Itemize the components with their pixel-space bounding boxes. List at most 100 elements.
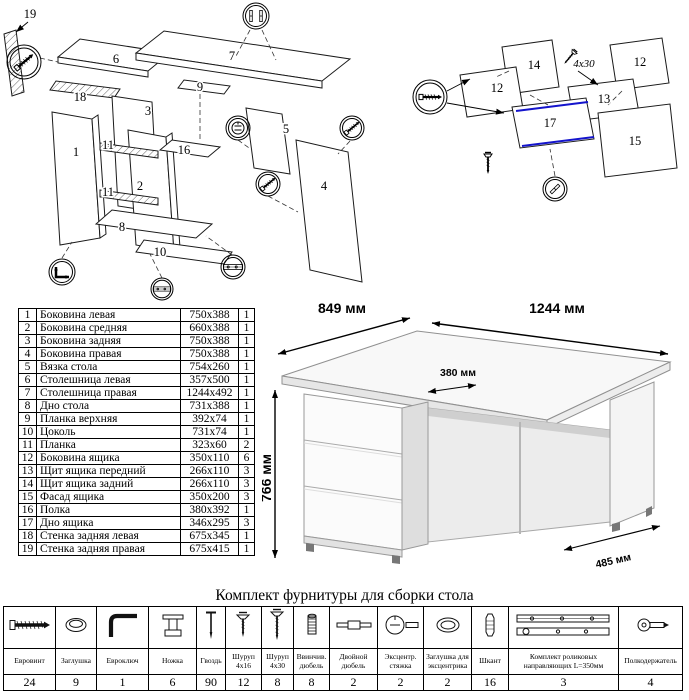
panel-back-left-18 xyxy=(49,80,121,99)
part-number: 12 xyxy=(18,451,37,465)
part-label-10: 10 xyxy=(154,245,167,259)
part-name: Стенка задняя правая xyxy=(36,542,181,556)
cap-icon xyxy=(65,618,87,632)
parts-table-row: 4 Боковина правая 750x388 1 xyxy=(18,347,255,361)
panel-drawer-bottom-17 xyxy=(511,97,595,149)
leader-lines-drawer xyxy=(495,70,623,177)
callout-drawer-rail-1 xyxy=(150,277,174,301)
part-number: 6 xyxy=(18,373,37,387)
part-label-11a: 11 xyxy=(102,138,114,152)
part-qty: 6 xyxy=(238,451,255,465)
part-number: 5 xyxy=(18,360,37,374)
foot-icon xyxy=(162,614,183,637)
highlight-edges-17 xyxy=(515,101,595,147)
hardware-name: Шуруп 4x16 xyxy=(225,648,262,675)
part-number: 11 xyxy=(18,438,37,452)
cam-cap-icon xyxy=(436,617,459,633)
part-label-19: 19 xyxy=(24,7,37,21)
part-qty: 1 xyxy=(238,529,255,543)
screw-large-icon xyxy=(269,608,284,640)
parts-table-row: 1 Боковина левая 750x388 1 xyxy=(18,308,255,322)
hardware-qty: 90 xyxy=(196,674,226,691)
panel-side-right-4 xyxy=(295,139,363,283)
part-label-14: 14 xyxy=(528,58,541,72)
desk-dimension-view: 849 мм 1244 мм 766 мм 380 мм 485 мм xyxy=(262,300,672,571)
screw-size-note: 4x30 xyxy=(573,58,595,70)
rail-11-upper xyxy=(99,142,159,159)
part-name: Столешница левая xyxy=(36,373,181,387)
part-number: 7 xyxy=(18,386,37,400)
shelf-pin-icon xyxy=(637,618,669,632)
callout-corner-bracket xyxy=(48,258,76,286)
part-qty: 1 xyxy=(238,399,255,413)
panel-vyazka-5 xyxy=(245,107,291,175)
panel-shelf-16 xyxy=(158,139,222,158)
part-size: 350x110 xyxy=(180,451,239,465)
hardware-name: Шкант xyxy=(471,648,509,675)
part-size: 750x388 xyxy=(180,334,239,348)
hardware-qty: 2 xyxy=(377,674,424,691)
parts-table-row: 6 Столешница левая 357x500 1 xyxy=(18,373,255,387)
part-name: Боковина правая xyxy=(36,347,181,361)
part-name: Боковина ящика xyxy=(36,451,181,465)
hardware-qty: 9 xyxy=(55,674,97,691)
part-name: Планка xyxy=(36,438,181,452)
dimension-arrows xyxy=(272,317,669,558)
callout-cam-lock xyxy=(225,115,251,141)
parts-table-row: 11 Планка 323x60 2 xyxy=(18,438,255,452)
part-label-13: 13 xyxy=(598,92,611,106)
part-number: 3 xyxy=(18,334,37,348)
rail-11-lower xyxy=(99,189,159,206)
callout-confirmat-3 xyxy=(255,171,281,197)
panel-bottom-8 xyxy=(94,209,214,239)
part-qty: 1 xyxy=(238,425,255,439)
part-label-6: 6 xyxy=(113,52,119,66)
part-number: 13 xyxy=(18,464,37,478)
part-qty: 1 xyxy=(238,373,255,387)
dim-arrow-1244 xyxy=(431,321,669,356)
hardware-name: Заглушка xyxy=(55,648,97,675)
part-labels-main: 19 6 7 18 9 1 3 16 2 11 11 8 10 5 4 xyxy=(22,6,329,261)
callout-dowel-drawer xyxy=(542,176,568,202)
callout-confirmat-2 xyxy=(339,115,365,141)
part-number: 19 xyxy=(18,542,37,556)
cam-lock-icon xyxy=(385,615,418,635)
dowel-screw-icon xyxy=(307,613,316,635)
part-label-7: 7 xyxy=(229,49,235,63)
part-size: 346x295 xyxy=(180,516,239,530)
parts-table-row: 3 Боковина задняя 750x388 1 xyxy=(18,334,255,348)
part-number: 15 xyxy=(18,490,37,504)
part-label-12a: 12 xyxy=(634,55,647,69)
part-qty: 3 xyxy=(238,516,255,530)
part-name: Планка верхняя xyxy=(36,412,181,426)
dim-arrow-485 xyxy=(563,525,661,551)
part-qty: 1 xyxy=(238,503,255,517)
part-size: 731x74 xyxy=(180,425,239,439)
panel-plinth-10 xyxy=(135,239,233,265)
part-label-18: 18 xyxy=(74,90,87,104)
callout-confirmat-drawer xyxy=(412,79,448,115)
wood-dowel-icon xyxy=(485,613,495,637)
dim-label-1244: 1244 мм xyxy=(529,300,585,316)
hardware-qty: 2 xyxy=(329,674,378,691)
part-name: Вязка стола xyxy=(36,360,181,374)
callout-dowel-pins xyxy=(242,2,270,30)
hardware-qty: 16 xyxy=(471,674,509,691)
part-size: 323x60 xyxy=(180,438,239,452)
callout-confirmat-1 xyxy=(6,44,42,80)
hardware-qty: 1 xyxy=(96,674,149,691)
parts-table: 1 Боковина левая 750x388 1 2 Боковина ср… xyxy=(18,308,255,556)
hardware-icon-row xyxy=(3,606,683,649)
panel-strip-9 xyxy=(177,79,231,95)
parts-table-row: 13 Щит ящика передний 266x110 3 xyxy=(18,464,255,478)
part-name: Стенка задняя левая xyxy=(36,529,181,543)
pointer-arrows-drawer xyxy=(446,70,599,115)
part-name: Дно ящика xyxy=(36,516,181,530)
part-qty: 1 xyxy=(238,360,255,374)
parts-table-row: 10 Цоколь 731x74 1 xyxy=(18,425,255,439)
part-label-8: 8 xyxy=(119,220,125,234)
panel-side-left-1 xyxy=(51,111,107,246)
parts-table-row: 8 Дно стола 731x388 1 xyxy=(18,399,255,413)
dim-label-766: 766 мм xyxy=(262,454,274,502)
part-name: Столешница правая xyxy=(36,386,181,400)
